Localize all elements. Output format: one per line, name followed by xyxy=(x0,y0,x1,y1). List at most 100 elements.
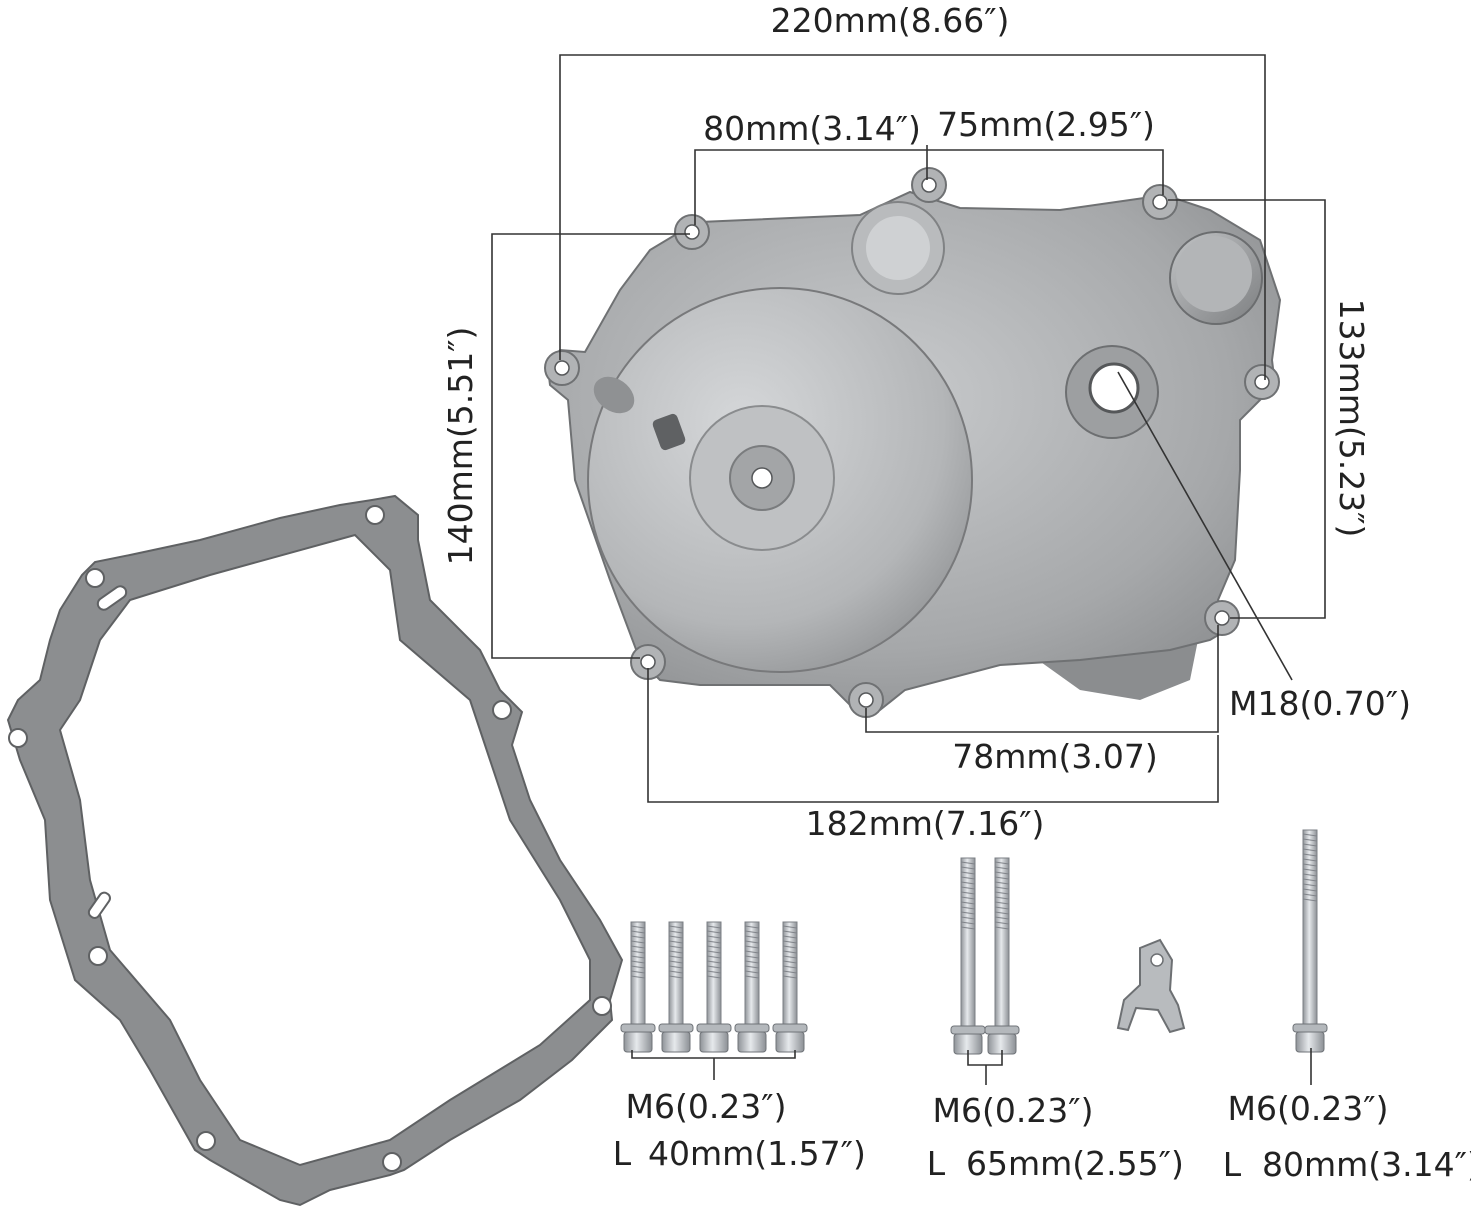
label-bottom-width: 182mm(7.16″) xyxy=(806,804,1045,843)
bolt xyxy=(950,857,986,1055)
gasket-hole xyxy=(492,700,512,720)
bolt-thread xyxy=(994,876,1010,880)
bolt-thread xyxy=(1302,843,1318,847)
bolt-thread xyxy=(744,960,760,964)
bolt-thread xyxy=(782,970,798,974)
label-overall-width: 220mm(8.66″) xyxy=(771,1,1010,40)
cover-lug-hole xyxy=(1254,374,1270,390)
bolt-head xyxy=(661,1031,691,1053)
gasket-hole xyxy=(365,505,385,525)
oil-cap-top xyxy=(1176,236,1252,312)
bolt-thread xyxy=(1302,873,1318,877)
gasket xyxy=(6,494,624,1207)
bolt-thread xyxy=(782,930,798,934)
bolt-thread xyxy=(668,930,684,934)
dim-line-bottom-span xyxy=(865,625,1219,733)
bolt-thread xyxy=(630,965,646,969)
bolt-thread xyxy=(994,906,1010,910)
bolt-thread xyxy=(994,886,1010,890)
oil-port-bore xyxy=(1088,362,1140,414)
cable-bracket xyxy=(1116,938,1186,1034)
bolt-flange xyxy=(696,1023,732,1033)
clutch-cover xyxy=(544,167,1282,718)
bolt-thread xyxy=(744,970,760,974)
bolt-thread xyxy=(630,970,646,974)
bolt-thread xyxy=(782,935,798,939)
gasket-hole xyxy=(85,568,105,588)
bolt-thread xyxy=(960,921,976,925)
bolt-thread xyxy=(960,901,976,905)
label-bolts-40-length: 40mm(1.57″) xyxy=(648,1134,866,1173)
adjuster-boss xyxy=(652,413,686,451)
bolt-head xyxy=(775,1031,805,1053)
bolt-thread xyxy=(994,896,1010,900)
bolt-thread xyxy=(1302,858,1318,862)
label-bolts-65-length: 65mm(2.55″) xyxy=(966,1144,1184,1183)
bolt-thread xyxy=(782,975,798,979)
bolt xyxy=(734,921,770,1053)
cover-lug-hole xyxy=(921,177,937,193)
label-bolts-80-length: 80mm(3.14″) xyxy=(1262,1145,1471,1184)
bolt-flange xyxy=(1292,1023,1328,1033)
bolt-thread xyxy=(960,861,976,865)
bolt-thread xyxy=(744,955,760,959)
bolt-thread xyxy=(706,950,722,954)
bolt-thread xyxy=(782,940,798,944)
dim-line-bottom-width xyxy=(647,668,1219,803)
bolt-thread xyxy=(630,930,646,934)
bolt-thread xyxy=(960,866,976,870)
bolt-thread xyxy=(1302,883,1318,887)
bolt-thread xyxy=(706,935,722,939)
label-left-height: 140mm(5.51″) xyxy=(441,327,480,566)
bolt-head xyxy=(623,1031,653,1053)
bolt-thread xyxy=(668,950,684,954)
bolt-thread xyxy=(782,955,798,959)
bolt-thread xyxy=(706,955,722,959)
bolt-thread xyxy=(994,916,1010,920)
bolt-thread xyxy=(1302,893,1318,897)
bolt-thread xyxy=(630,975,646,979)
dim-line-left-height xyxy=(491,233,690,659)
dimension-labels: 220mm(8.66″) 80mm(3.14″) 75mm(2.95″) 140… xyxy=(441,1,1471,1184)
bolt-thread xyxy=(630,935,646,939)
bolt-thread xyxy=(668,960,684,964)
bolt-thread xyxy=(744,975,760,979)
bolt-thread xyxy=(960,886,976,890)
bolt xyxy=(984,857,1020,1055)
side-boss xyxy=(593,376,635,414)
bolt-thread xyxy=(782,945,798,949)
bolt-thread xyxy=(994,911,1010,915)
gasket-slot xyxy=(96,585,128,611)
cover-lug-hole xyxy=(554,360,570,376)
bolt-flange xyxy=(950,1025,986,1035)
cover-lug-hole xyxy=(1152,194,1168,210)
bolt-thread xyxy=(994,881,1010,885)
gasket-outline xyxy=(6,494,624,1207)
gasket-hole xyxy=(88,946,108,966)
dimension-lines xyxy=(491,54,1326,1085)
upper-boss-face xyxy=(866,216,930,280)
bolt-thread xyxy=(1302,898,1318,902)
bolt-thread xyxy=(994,926,1010,930)
dim-line-top-spans xyxy=(694,149,1164,225)
bolt-thread xyxy=(994,921,1010,925)
bolt-thread xyxy=(744,945,760,949)
bolt-thread xyxy=(668,975,684,979)
bolt-thread xyxy=(668,955,684,959)
bolt-thread xyxy=(960,881,976,885)
bolt-head xyxy=(737,1031,767,1053)
bolt-thread xyxy=(1302,888,1318,892)
bolt-thread xyxy=(668,940,684,944)
clutch-hub-hole xyxy=(751,467,773,489)
bolt-thread xyxy=(706,930,722,934)
bolt-layer xyxy=(620,829,1328,1055)
bolt-thread xyxy=(994,901,1010,905)
bolt-thread xyxy=(994,871,1010,875)
bolt-thread xyxy=(994,861,1010,865)
bolt-thread xyxy=(1302,853,1318,857)
bolt-thread xyxy=(1302,863,1318,867)
bolt-thread xyxy=(782,965,798,969)
dim-line-overall-width xyxy=(559,54,1266,380)
bolt-thread xyxy=(960,911,976,915)
